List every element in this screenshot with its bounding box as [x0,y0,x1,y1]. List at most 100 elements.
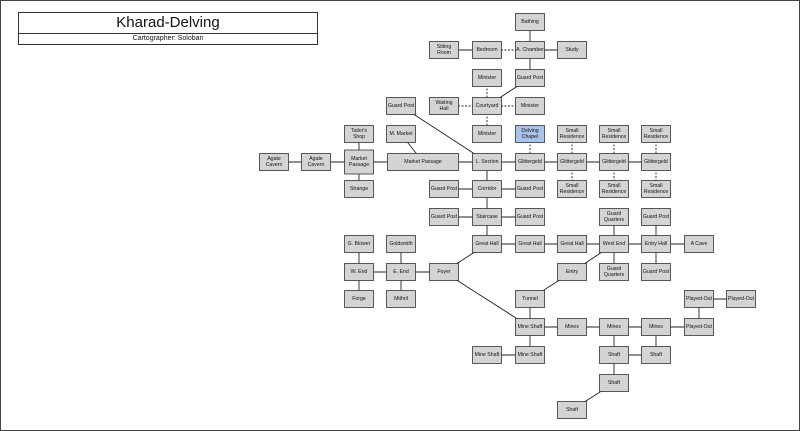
room-box [599,263,629,281]
room-label: Great Hall [475,241,498,247]
room-label: West End [603,241,626,247]
room-box [557,235,587,253]
room-mines-2: Mines [599,318,629,336]
room-box [641,346,671,364]
room-box [557,318,587,336]
room-glittergeld-4: Glittergeld [641,153,671,171]
room-label: Shaft [650,352,663,358]
room-label: Quarters [604,217,625,223]
room-label: Glittergeld [602,159,626,165]
room-box [472,97,502,115]
room-box [641,235,671,253]
room-box [684,235,714,253]
room-study: Study [557,41,587,59]
map-edges [274,22,741,411]
room-label: Mines [607,324,621,330]
room-box [557,401,587,419]
room-box [599,153,629,171]
room-shaft-1: Shaft [599,346,629,364]
room-foyer: Foyer [429,263,459,281]
room-box [515,235,545,253]
room-label: Great Hall [518,241,541,247]
room-label: A Cave [691,241,708,247]
room-label: Entry [566,269,579,275]
room-box [386,263,416,281]
room-box [472,153,502,171]
room-shaft-4: Shaft [557,401,587,419]
room-box [641,125,671,143]
room-box [515,208,545,226]
title-box: Kharad-Delving Cartographer: Soloban [18,12,318,45]
room-box [344,263,374,281]
room-box [599,318,629,336]
room-entry-hall: Entry Hall [641,235,671,253]
room-label: Agate [309,156,323,162]
room-label: Mine Shaft [518,352,543,358]
room-box [515,69,545,87]
room-mines-1: Mines [557,318,587,336]
room-label: Minister [478,75,496,81]
room-box [515,318,545,336]
room-box [386,125,416,143]
room-box [429,263,459,281]
room-label: Staircase [476,214,498,220]
room-box [472,69,502,87]
room-tunnel: Tunnel [515,290,545,308]
room-minister-bottom: Minister [472,125,502,143]
room-label: Strange [350,186,368,192]
room-label: Forge [352,296,366,302]
room-label: Room [437,50,451,56]
edge-foyer-to-mine-shaft-1 [443,271,531,328]
room-glittergeld-1: Glittergeld [515,153,545,171]
room-box [557,41,587,59]
room-box [344,180,374,198]
room-box [557,180,587,198]
room-w-end: W. End [344,263,374,281]
room-label: Glittergeld [518,159,542,165]
room-label: Study [565,47,579,53]
room-box [429,97,459,115]
room-label: Residence [602,189,627,195]
room-guard-post-s2: Guard Post [515,208,545,226]
room-box [386,290,416,308]
room-box [684,290,714,308]
room-shaft-3: Shaft [599,374,629,392]
room-box [515,125,545,143]
room-label: Residence [644,189,669,195]
room-courtyard: Courtyard [472,97,502,115]
room-guard-post-s1: Guard Post [429,208,459,226]
room-label: Tailor's [351,128,367,134]
room-great-hall-2: Great Hall [515,235,545,253]
room-played-out-2: Played-Out [726,290,756,308]
room-label: Mines [565,324,579,330]
room-label: Sitting [437,44,452,50]
room-great-hall-3: Great Hall [557,235,587,253]
room-label: Guard Post [431,214,458,220]
room-box [515,290,545,308]
room-market-passage-2: Market Passage [387,153,459,171]
room-box [386,97,416,115]
room-box [515,180,545,198]
room-label: Waiting [435,100,452,106]
room-label: Guard [607,211,622,217]
room-label: G. Blower [348,241,371,247]
room-box [557,125,587,143]
room-g-blower: G. Blower [344,235,374,253]
room-forge: Forge [344,290,374,308]
room-label: Minister [521,103,539,109]
room-box [344,125,374,143]
room-label: Mithril [394,296,408,302]
room-played-out-3: Played-Out [684,318,714,336]
room-label: Minister [478,131,496,137]
room-label: Shaft [566,407,579,413]
